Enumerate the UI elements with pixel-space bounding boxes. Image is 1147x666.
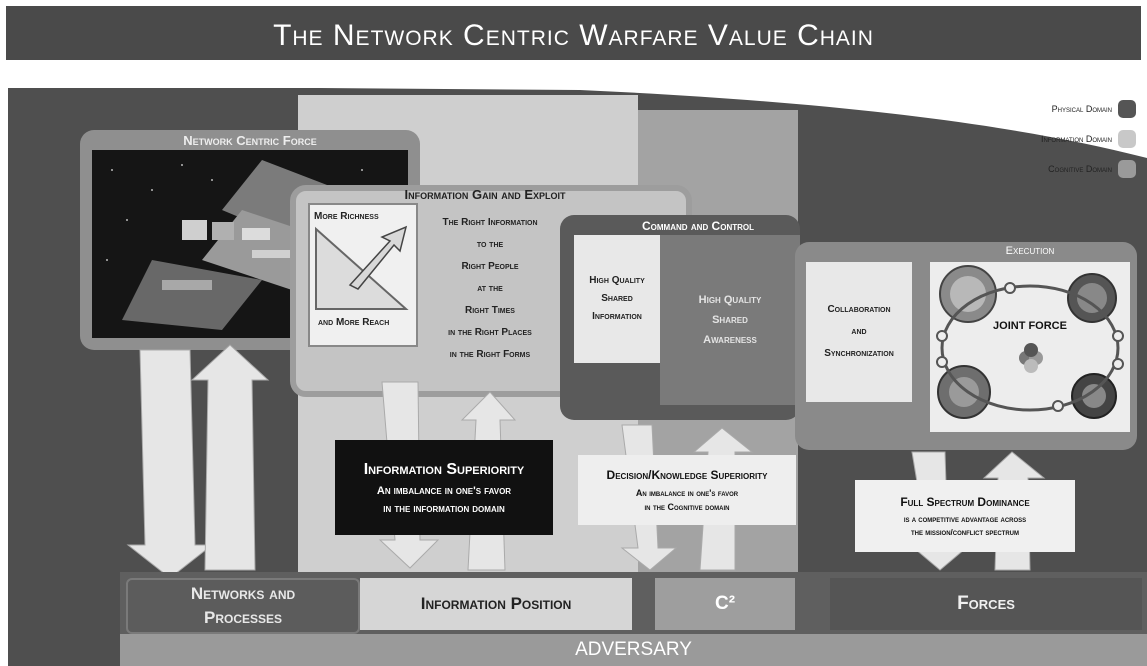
full-spectrum-line2: the mission/conflict spectrum [911,528,1019,537]
joint-force-box: JOINT FORCE [930,262,1130,432]
networks-processes-cell: Networks and Processes [126,578,360,634]
more-richness-label: More Richness [314,211,379,222]
collab-line: Synchronization [824,348,894,359]
legend-label-physical: Physical Domain [1051,104,1112,114]
legend-swatch-physical [1118,100,1136,118]
full-spectrum-title: Full Spectrum Dominance [900,495,1030,509]
legend-label-cognitive: Cognitive Domain [1048,164,1112,174]
right-information-list: The Right Information to the Right Peopl… [425,212,555,366]
networks-label-line: Networks and [190,584,296,603]
more-reach-label: and More Reach [318,317,390,328]
up-arrow-icon [190,344,270,571]
network-centric-force-title: Network Centric Force [183,133,317,148]
joint-force-label: JOINT FORCE [993,320,1067,332]
legend-label-information: Information Domain [1040,134,1112,144]
hq-shared-information-box: High Quality Shared Information [574,235,660,363]
command-control-title: Command and Control [642,219,754,233]
hq-aware-line: High Quality [698,294,762,306]
information-gain-title: Information Gain and Exploit [404,187,566,202]
hq-info-line: Information [592,311,642,322]
full-spectrum-dominance-box: Full Spectrum Dominance is a competitive… [855,480,1075,552]
decision-superiority-box: Decision/Knowledge Superiority An imbala… [578,455,796,525]
right-info-line: in the Right Places [448,327,532,338]
information-superiority-box: Information Superiority An imbalance in … [335,440,553,535]
right-info-line: Right People [461,261,519,272]
legend-swatch-information [1118,130,1136,148]
networks-label-line: Processes [203,608,283,627]
forces-cell: Forces [830,578,1142,630]
down-arrow-icon [126,349,214,579]
information-position-cell: Information Position [360,578,632,630]
information-superiority-line1: An imbalance in one's favor [376,484,512,497]
legend-swatch-cognitive [1118,160,1136,178]
decision-superiority-title: Decision/Knowledge Superiority [606,468,768,482]
diagram-title: The Network Centric Warfare Value Chain [273,19,874,52]
hq-info-line: Shared [601,293,633,304]
collab-line: Collaboration [827,304,891,315]
information-superiority-title: Information Superiority [363,460,525,478]
collab-line: and [851,326,867,337]
hq-shared-awareness-box: High Quality Shared Awareness [660,235,800,405]
right-info-line: The Right Information [442,217,538,228]
right-info-line: at the [477,283,503,294]
full-spectrum-line1: is a competitive advantage across [903,515,1027,524]
right-info-line: Right Times [465,305,515,316]
title-bar: The Network Centric Warfare Value Chain [6,6,1141,66]
hq-aware-line: Awareness [703,334,757,346]
hq-aware-line: Shared [712,314,748,326]
right-info-line: in the Right Forms [449,349,531,360]
collaboration-box: Collaboration and Synchronization [806,262,912,402]
execution-title: Execution [1005,245,1055,257]
adversary-bar: ADVERSARY [120,634,1147,666]
c2-cell: C² [655,578,795,630]
decision-superiority-line2: in the Cognitive domain [644,502,730,512]
domain-arc [0,60,1147,158]
decision-superiority-line1: An imbalance in one's favor [635,488,739,498]
right-info-line: to the [476,239,504,250]
richness-reach-chart: More Richness and More Reach [308,203,418,347]
information-superiority-line2: in the information domain [383,502,505,515]
hq-info-line: High Quality [589,275,645,286]
